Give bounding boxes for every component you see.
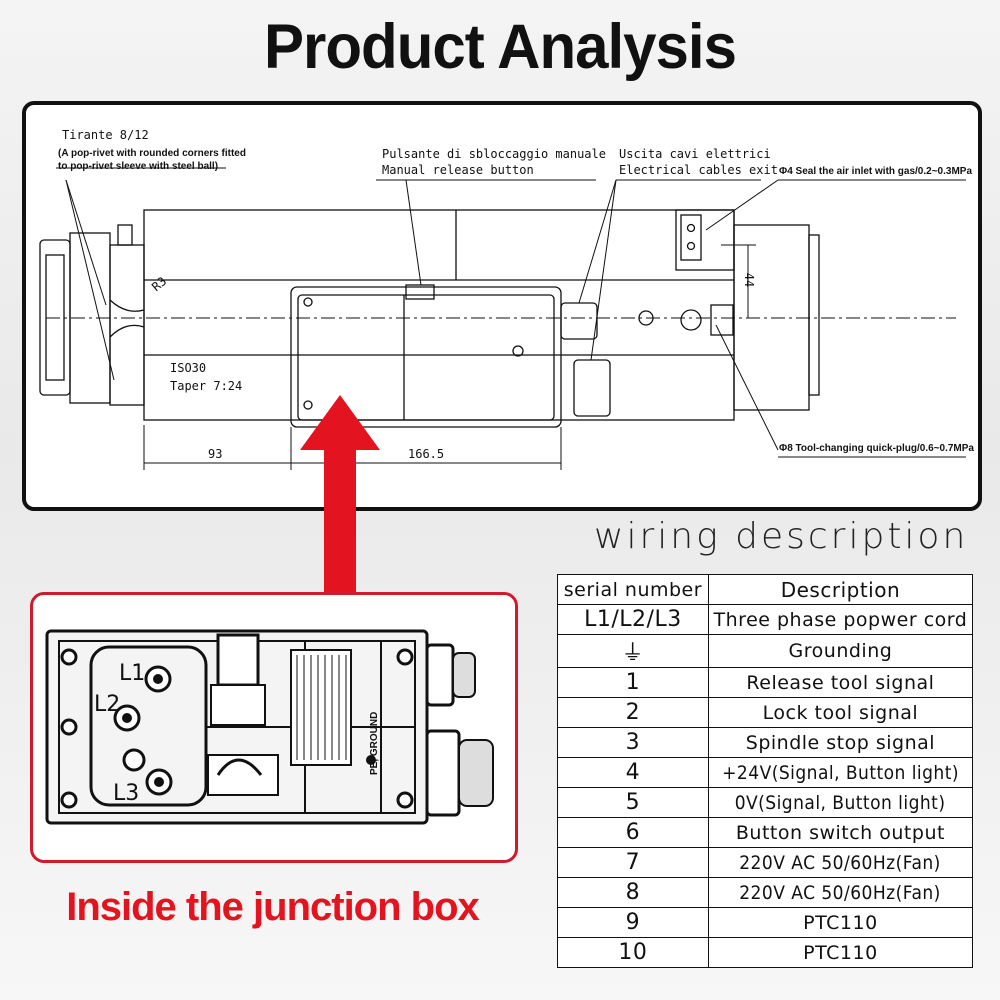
row-serial: 2	[557, 697, 709, 728]
row-description: 0V(Signal, Button light)	[735, 791, 946, 814]
release-button-shape	[405, 284, 435, 300]
row-description: PTC110	[707, 937, 974, 968]
cables-exit-label-it: Uscita cavi elettrici	[619, 147, 771, 161]
junction-label-l2: L2	[94, 692, 120, 717]
row-description: 220V AC 50/60Hz(Fan)	[739, 881, 942, 904]
spindle-drawing-svg	[39, 167, 966, 470]
pe-ground-label: PE, GROUND	[369, 712, 380, 775]
row-serial: 1	[557, 667, 709, 698]
dimension-44: 44	[742, 272, 757, 288]
table-row: 5 0V(Signal, Button light)	[557, 787, 974, 818]
row-description: PTC110	[707, 907, 974, 938]
tirante-note-2: to pop-rivet sleeve with steel ball)	[58, 161, 219, 172]
row-description: Button switch output	[707, 817, 974, 848]
row-serial: 6	[557, 817, 709, 848]
junction-caption: Inside the junction box	[66, 885, 480, 929]
row-serial: 10	[557, 937, 709, 968]
junction-box-illustration: L1 L2 L3 PE, GROUND	[45, 629, 494, 825]
junction-label-l3: L3	[113, 781, 139, 806]
row-serial: 8	[557, 877, 709, 908]
row-serial: 3	[557, 727, 709, 758]
row-description: Spindle stop signal	[707, 727, 974, 758]
row-description: Three phase popwer cord	[707, 604, 974, 635]
row-serial: 7	[557, 847, 709, 878]
row-serial: 9	[557, 907, 709, 938]
air-seal-label: Φ4 Seal the air inlet with gas/0.2~0.3MP…	[779, 166, 973, 177]
tirante-note-1: (A pop-rivet with rounded corners fitted	[58, 148, 246, 159]
pointer-arrow	[300, 395, 380, 605]
wiring-heading: wiring description	[594, 516, 969, 557]
row-description: Lock tool signal	[707, 697, 974, 728]
junction-label-l1: L1	[119, 661, 145, 686]
dimension-166: 166.5	[408, 447, 445, 461]
ground-icon: ⏚	[557, 634, 709, 668]
table-row: 7 220V AC 50/60Hz(Fan)	[557, 847, 974, 878]
page-title: Product Analysis	[264, 11, 737, 82]
table-row: ⏚Grounding	[557, 634, 974, 668]
row-serial: 5	[557, 787, 709, 818]
tirante-label: Tirante 8/12	[62, 128, 149, 142]
dimension-93: 93	[208, 447, 223, 461]
taper-label-2: Taper 7:24	[170, 379, 243, 393]
taper-label-1: ISO30	[170, 361, 207, 375]
row-description: Grounding	[707, 634, 974, 668]
junction-box-outline	[290, 286, 562, 428]
row-description: Release tool signal	[707, 667, 974, 698]
release-button-label-en: Manual release button	[382, 163, 534, 177]
cables-exit-label-en: Electrical cables exit	[619, 163, 778, 177]
row-description: +24V(Signal, Button light)	[722, 761, 959, 784]
spindle-drawing: Tirante 8/12 (A pop-rivet with rounded c…	[22, 101, 982, 511]
release-button-label-it: Pulsante di sbloccaggio manuale	[382, 147, 606, 161]
header-serial: serial number	[557, 574, 709, 605]
table-header-row: serial number Description	[557, 574, 974, 605]
row-serial: L1/L2/L3	[557, 604, 709, 635]
quick-plug-label: Φ8 Tool-changing quick-plug/0.6~0.7MPa	[779, 443, 974, 454]
header-description: Description	[707, 574, 974, 605]
table-row: 4 +24V(Signal, Button light)	[557, 757, 974, 788]
row-serial: 4	[557, 757, 709, 788]
table-row: 8 220V AC 50/60Hz(Fan)	[557, 877, 974, 908]
row-description: 220V AC 50/60Hz(Fan)	[739, 851, 942, 874]
junction-box-panel: L1 L2 L3 PE, GROUND	[30, 592, 518, 863]
